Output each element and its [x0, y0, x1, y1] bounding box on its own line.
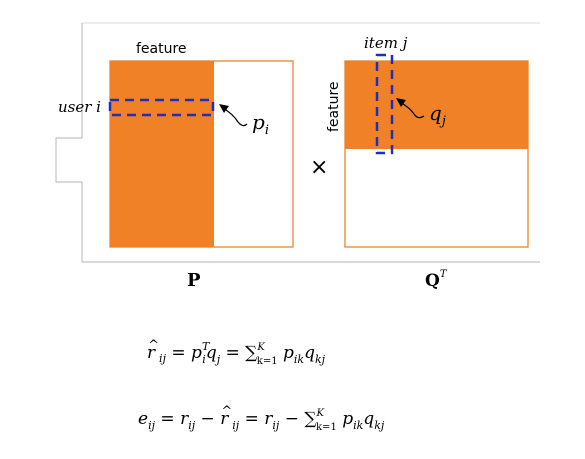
p-i-subscript: i: [265, 123, 269, 138]
matrix-q: [344, 53, 529, 248]
item-j-label: item j: [364, 34, 408, 52]
matrix-p-name: P: [187, 270, 201, 291]
q-j-base: q: [429, 101, 442, 125]
frame-outline: [55, 23, 540, 263]
q-vector-pointer: [399, 101, 425, 119]
p-feature-label: feature: [136, 41, 187, 57]
item-column-highlight: [375, 53, 394, 155]
p-i-base: p: [252, 110, 265, 134]
matrix-q-fill: [345, 61, 528, 149]
user-row-highlight: [108, 98, 215, 117]
p-i-label: pi: [252, 110, 269, 138]
q-feature-label: feature: [326, 81, 342, 132]
matrix-p: [108, 60, 294, 248]
p-vector-pointer: [222, 107, 248, 127]
matrix-q-base: Q: [425, 271, 440, 291]
multiply-operator: ×: [310, 155, 328, 180]
matrix-q-name: QT: [425, 269, 448, 291]
user-i-label: user i: [58, 98, 101, 116]
q-j-subscript: j: [439, 114, 446, 129]
q-vector-arrowhead: [396, 98, 406, 107]
q-j-label: qj: [429, 101, 446, 129]
p-vector-arrowhead: [219, 104, 229, 113]
matrix-p-fill: [110, 61, 214, 247]
svg-text:eij = rij − r^ij = rij − ∑: eij = rij − r^ij = rij − ∑Kk=1 pikqkj: [138, 404, 385, 433]
matrix-q-superscript: T: [440, 269, 448, 280]
